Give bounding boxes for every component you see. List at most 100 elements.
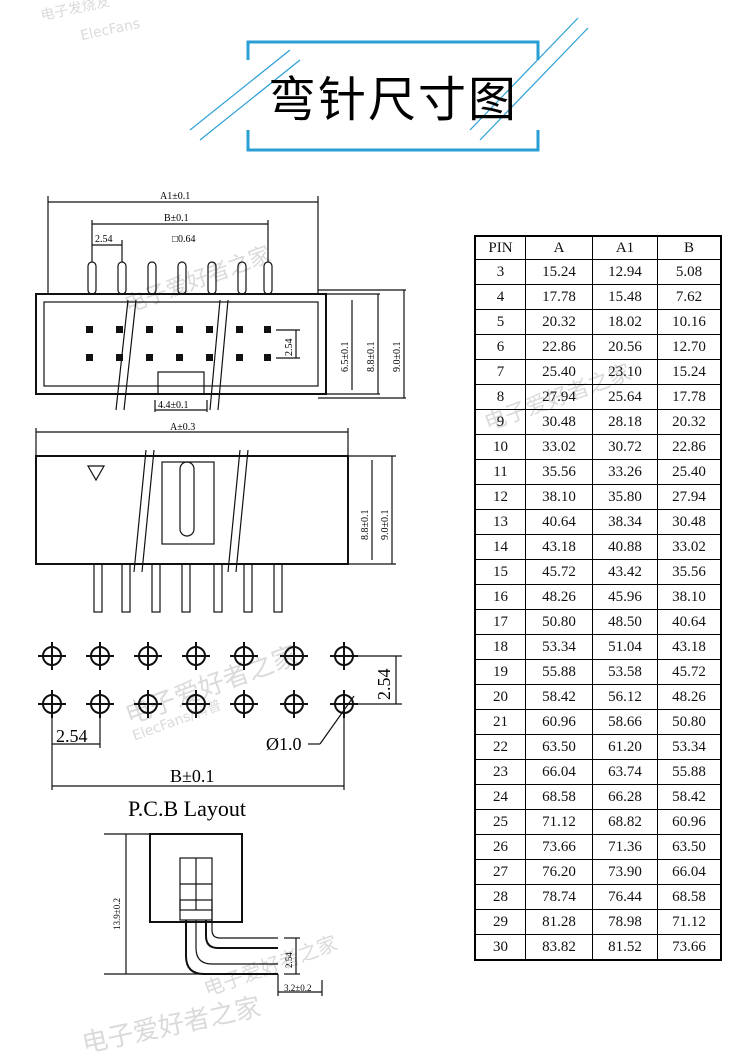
a1-value-cell: 38.34 bbox=[592, 509, 658, 535]
a-value-cell: 60.96 bbox=[525, 709, 593, 735]
b-value-cell: 53.34 bbox=[657, 734, 722, 760]
b-value-cell: 55.88 bbox=[657, 759, 722, 785]
a1-value-cell: 63.74 bbox=[592, 759, 658, 785]
pcb-dim-pitch-v: 2.54 bbox=[374, 669, 394, 701]
a1-value-cell: 73.90 bbox=[592, 859, 658, 885]
pin-count-cell: 9 bbox=[474, 409, 526, 435]
pin-count-cell: 23 bbox=[474, 759, 526, 785]
a1-value-cell: 68.82 bbox=[592, 809, 658, 835]
pin-count-cell: 26 bbox=[474, 834, 526, 860]
a1-value-cell: 25.64 bbox=[592, 384, 658, 410]
pcb-hole-row-bottom bbox=[38, 690, 358, 718]
pin-count-cell: 17 bbox=[474, 609, 526, 635]
side-view-drawing: 13.9±0.2 2.54 3.2±0.2 bbox=[104, 833, 323, 996]
a-value-cell: 38.10 bbox=[525, 484, 593, 510]
front-view-drawing: A±0.3 8.8±0.1 9.0±0.1 bbox=[35, 422, 396, 613]
pcb-caption: P.C.B Layout bbox=[128, 796, 246, 821]
b-value-cell: 22.86 bbox=[657, 434, 722, 460]
b-value-cell: 50.80 bbox=[657, 709, 722, 735]
a1-value-cell: 40.88 bbox=[592, 534, 658, 560]
a1-value-cell: 58.66 bbox=[592, 709, 658, 735]
a-value-cell: 43.18 bbox=[525, 534, 593, 560]
b-value-cell: 35.56 bbox=[657, 559, 722, 585]
pin-count-cell: 13 bbox=[474, 509, 526, 535]
a-value-cell: 30.48 bbox=[525, 409, 593, 435]
a-value-cell: 83.82 bbox=[525, 934, 593, 961]
a1-value-cell: 35.80 bbox=[592, 484, 658, 510]
dim-pin-square: □0.64 bbox=[172, 234, 196, 245]
dim-height-90-front: 9.0±0.1 bbox=[380, 510, 391, 541]
pcb-dim-b: B±0.1 bbox=[170, 766, 214, 786]
pin-count-cell: 12 bbox=[474, 484, 526, 510]
dim-height-88: 8.8±0.1 bbox=[366, 342, 377, 373]
pin-count-cell: 27 bbox=[474, 859, 526, 885]
a1-value-cell: 48.50 bbox=[592, 609, 658, 635]
b-value-cell: 17.78 bbox=[657, 384, 722, 410]
a1-value-cell: 56.12 bbox=[592, 684, 658, 710]
pin-count-cell: 18 bbox=[474, 634, 526, 660]
a1-value-cell: 45.96 bbox=[592, 584, 658, 610]
a-value-cell: 68.58 bbox=[525, 784, 593, 810]
b-value-cell: 48.26 bbox=[657, 684, 722, 710]
a1-value-cell: 20.56 bbox=[592, 334, 658, 360]
dim-b: B±0.1 bbox=[164, 213, 189, 224]
pin-count-cell: 25 bbox=[474, 809, 526, 835]
a1-value-cell: 23.10 bbox=[592, 359, 658, 385]
a1-value-cell: 12.94 bbox=[592, 259, 658, 285]
a1-value-cell: 53.58 bbox=[592, 659, 658, 685]
pin-count-cell: 22 bbox=[474, 734, 526, 760]
a1-value-cell: 15.48 bbox=[592, 284, 658, 310]
pin-count-cell: 5 bbox=[474, 309, 526, 335]
dim-a: A±0.3 bbox=[170, 422, 195, 433]
dim-a1: A1±0.1 bbox=[160, 191, 190, 202]
a-value-cell: 25.40 bbox=[525, 359, 593, 385]
b-value-cell: 30.48 bbox=[657, 509, 722, 535]
dim-pitch: 2.54 bbox=[95, 234, 113, 245]
a1-value-cell: 30.72 bbox=[592, 434, 658, 460]
b-value-cell: 40.64 bbox=[657, 609, 722, 635]
table-header-row: PIN A A1 B bbox=[474, 235, 722, 260]
b-value-cell: 43.18 bbox=[657, 634, 722, 660]
a1-value-cell: 76.44 bbox=[592, 884, 658, 910]
pcb-hole-row-top bbox=[38, 642, 358, 670]
side-dim-height: 13.9±0.2 bbox=[112, 898, 122, 930]
pin-count-cell: 28 bbox=[474, 884, 526, 910]
pin-count-cell: 21 bbox=[474, 709, 526, 735]
pin-count-cell: 24 bbox=[474, 784, 526, 810]
a-value-cell: 73.66 bbox=[525, 834, 593, 860]
pin-count-cell: 3 bbox=[474, 259, 526, 285]
pin-count-cell: 15 bbox=[474, 559, 526, 585]
a-value-cell: 40.64 bbox=[525, 509, 593, 535]
pcb-dim-pitch-h: 2.54 bbox=[56, 726, 88, 746]
a-value-cell: 15.24 bbox=[525, 259, 593, 285]
a-value-cell: 53.34 bbox=[525, 634, 593, 660]
a1-value-cell: 78.98 bbox=[592, 909, 658, 935]
a1-value-cell: 66.28 bbox=[592, 784, 658, 810]
header-a1: A1 bbox=[592, 235, 658, 260]
a-value-cell: 76.20 bbox=[525, 859, 593, 885]
a1-value-cell: 81.52 bbox=[592, 934, 658, 961]
pin-count-cell: 8 bbox=[474, 384, 526, 410]
pin-count-cell: 29 bbox=[474, 909, 526, 935]
pin-count-cell: 14 bbox=[474, 534, 526, 560]
b-value-cell: 10.16 bbox=[657, 309, 722, 335]
a1-value-cell: 61.20 bbox=[592, 734, 658, 760]
b-value-cell: 7.62 bbox=[657, 284, 722, 310]
pin-count-cell: 7 bbox=[474, 359, 526, 385]
